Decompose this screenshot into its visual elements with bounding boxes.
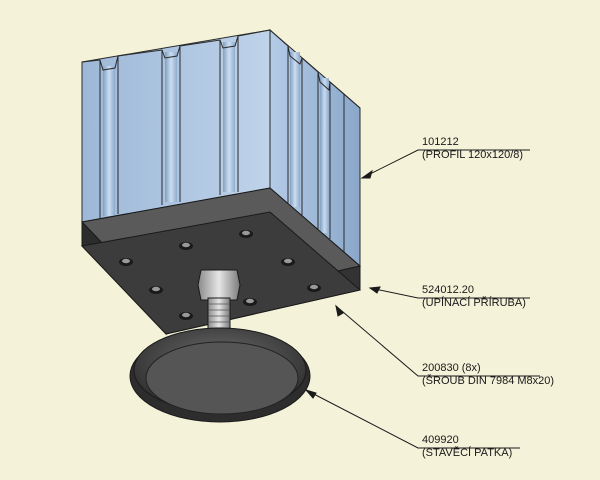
profile-extrusion bbox=[81, 28, 361, 268]
leader-lines bbox=[304, 149, 540, 449]
screw bbox=[119, 258, 133, 266]
leader-line-screw bbox=[335, 305, 540, 377]
part-description: (PROFIL 120x120/8) bbox=[422, 149, 524, 161]
callout-profile: 101212 (PROFIL 120x120/8) bbox=[422, 136, 523, 162]
flange-plate bbox=[80, 187, 362, 336]
leader-line-flange bbox=[369, 287, 530, 299]
callout-screw: 200830 (8x) (ŠROUB DIN 7984 M8x20) bbox=[422, 362, 554, 388]
screw bbox=[239, 230, 253, 238]
screw bbox=[307, 284, 321, 292]
part-number: 101212 bbox=[422, 136, 459, 148]
leader-line-foot bbox=[305, 389, 520, 449]
part-description: (UPÍNACÍ PŘÍRUBA) bbox=[422, 297, 526, 309]
callout-foot: 409920 (STAVĚCÍ PATKA) bbox=[422, 434, 512, 460]
screw bbox=[149, 286, 163, 294]
screw bbox=[179, 312, 193, 320]
leveling-foot bbox=[129, 269, 311, 423]
screw bbox=[243, 298, 257, 306]
screws bbox=[119, 230, 321, 320]
part-number: 200830 (8x) bbox=[422, 362, 481, 374]
callout-flange: 524012.20 (UPÍNACÍ PŘÍRUBA) bbox=[422, 284, 526, 310]
part-number: 524012.20 bbox=[422, 284, 474, 296]
part-number: 409920 bbox=[422, 434, 459, 446]
part-description: (ŠROUB DIN 7984 M8x20) bbox=[422, 375, 555, 387]
leader-line-profile bbox=[361, 149, 530, 179]
part-description: (STAVĚCÍ PATKA) bbox=[422, 447, 513, 459]
screw bbox=[179, 242, 193, 250]
screw bbox=[281, 258, 295, 266]
